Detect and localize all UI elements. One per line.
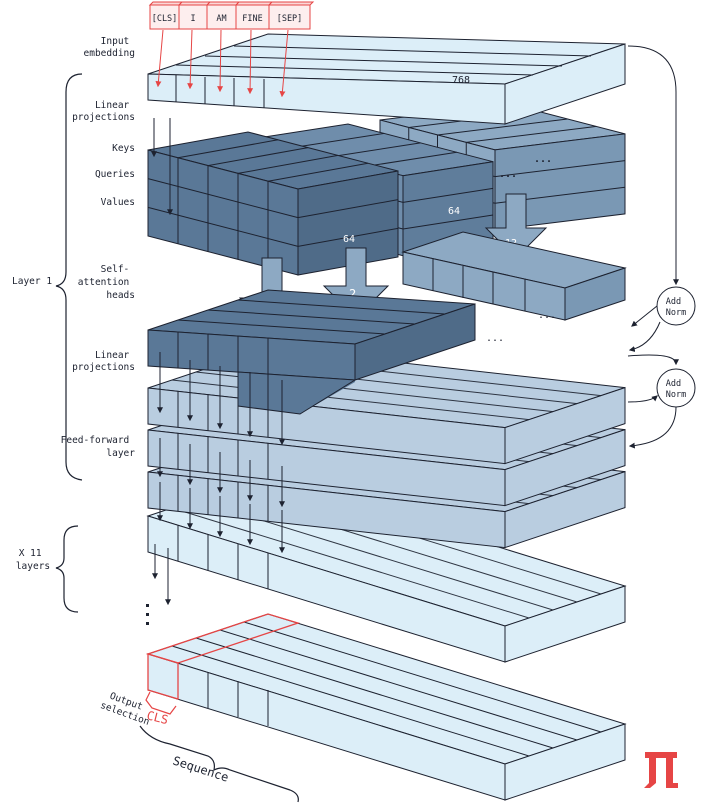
token-4: [SEP] [267, 1, 315, 30]
linear-projections-mid-label: Linear projections [72, 350, 135, 373]
cls-label: CLS [145, 708, 169, 727]
token-label: AM [216, 14, 226, 24]
token-3: FINE [234, 1, 274, 30]
output-slab [145, 613, 627, 801]
sequence-brace [139, 725, 299, 803]
concat-slab: ... [147, 289, 504, 415]
ellipsis-heads-2: ... [499, 169, 517, 180]
residual-connections: Add Norm Add Norm [627, 45, 696, 449]
token-arrow [187, 29, 194, 90]
token-arrow [247, 29, 254, 95]
token-label: [CLS] [152, 14, 178, 24]
self-attention-label: Self- attention heads [78, 264, 135, 301]
head-2-label: 2 [349, 287, 356, 301]
add-norm-2-text: Add Norm [666, 379, 686, 400]
layer1-brace [55, 73, 83, 481]
logo [644, 752, 678, 788]
ellipsis-heads: ... [534, 154, 552, 165]
cls-brace [145, 691, 177, 715]
token-label: FINE [242, 14, 262, 24]
token-row: [CLS] I AM FINE [SEP] [148, 1, 315, 30]
down-arrows [151, 118, 285, 606]
layer1-label: Layer 1 [12, 276, 52, 287]
token-label: [SEP] [277, 14, 303, 24]
token-arrow [279, 29, 289, 98]
x11-brace [55, 525, 79, 613]
embed-dim-label: 768 [452, 75, 470, 86]
token-2: AM [205, 1, 241, 30]
token-0: [CLS] [148, 1, 184, 30]
linear-projections-top-label: Linear projections [72, 100, 135, 123]
queries-label: Queries [95, 169, 135, 180]
feed-forward-label: Feed-forward layer [61, 435, 136, 459]
values-label: Values [101, 197, 135, 208]
token-label: I [190, 14, 195, 24]
keys-label: Keys [112, 143, 135, 154]
add-norm-1-text: Add Norm [666, 297, 686, 318]
kqv-blocks: 64 64...... [147, 103, 626, 276]
token-1: I [177, 1, 212, 30]
head-block-1 [147, 131, 399, 276]
input-embedding-label: Input embedding [84, 36, 135, 59]
ellipsis-mid: ... [486, 333, 504, 344]
input-embedding-slab: 768 [147, 33, 626, 125]
token-arrow [217, 29, 224, 93]
sequence-label: Sequence [171, 754, 230, 785]
token-arrows [155, 29, 289, 98]
small-head-slab: ... [401, 231, 627, 321]
head-dim-front: 64 [343, 234, 355, 245]
x11-label: X 11 layers [16, 548, 50, 572]
left-labels: Input embedding Linear projections Keys … [12, 36, 149, 625]
token-arrow [155, 29, 164, 88]
ellipsis-small-head: ... [538, 310, 556, 321]
head-dim-back: 64 [448, 206, 460, 217]
